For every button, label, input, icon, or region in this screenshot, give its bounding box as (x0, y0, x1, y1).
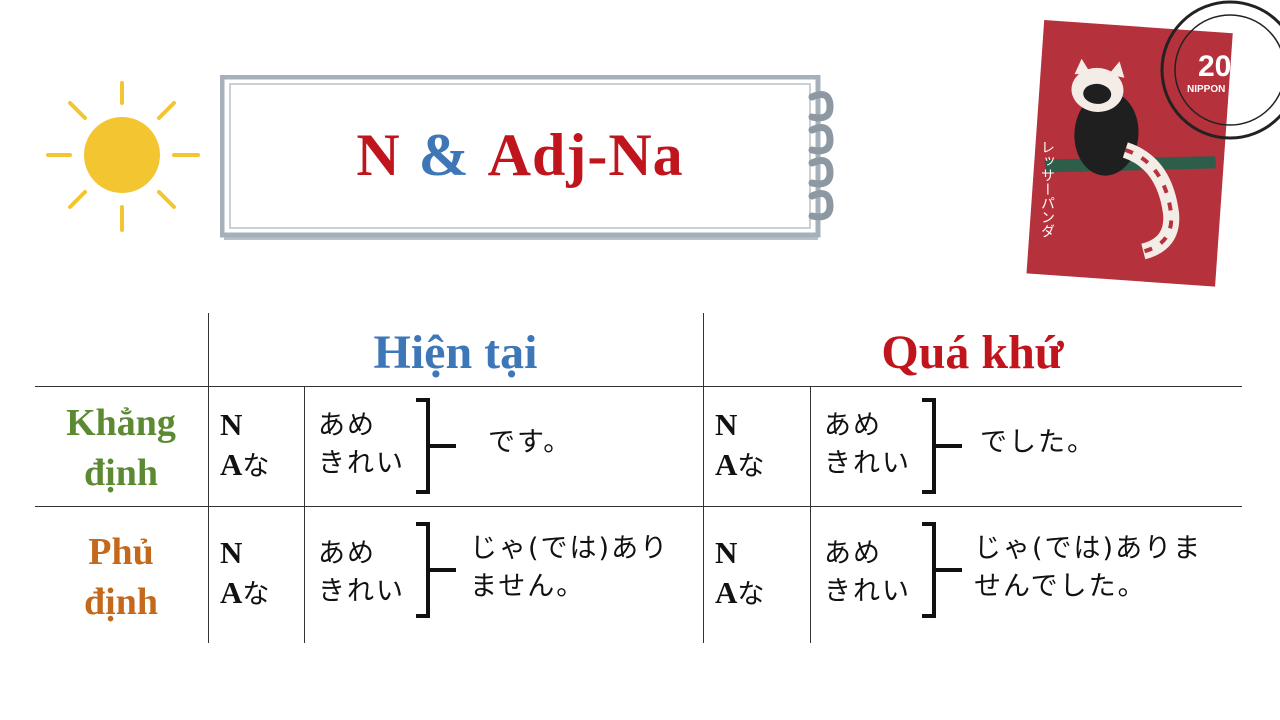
row2-past-words: あめ きれい (824, 538, 911, 607)
row2-present-bracket (416, 522, 456, 618)
row-label-affirmative: Khẳng định (66, 402, 176, 494)
row2-past-suffix: じゃ(では)ありま せんでした。 (974, 533, 1203, 602)
table-rule-middle (35, 506, 1242, 507)
row2-present-words: あめ きれい (318, 538, 405, 607)
header-past: Quá khứ (881, 326, 1064, 379)
title-card: N & Adj-Na (220, 75, 840, 245)
table-col-1 (208, 313, 209, 643)
table-col-4 (810, 386, 811, 643)
stamp-country: NIPPON (1187, 84, 1226, 95)
stamp-value: 20 (1198, 50, 1232, 83)
table-rule-header (35, 386, 1242, 387)
row1-present-suffix: です。 (488, 427, 573, 458)
row1-past-suffix: でした。 (980, 427, 1096, 458)
sun-icon (40, 75, 205, 240)
row1-present-bracket (416, 398, 456, 494)
table-col-2 (304, 386, 305, 643)
title-n: N (356, 121, 401, 188)
title-ampersand: & (418, 121, 470, 188)
row2-past-types: N Aな (715, 535, 765, 610)
row2-past-bracket (922, 522, 962, 618)
stamp-caption: レッサーパンダ (1039, 140, 1055, 238)
row1-past-bracket (922, 398, 962, 494)
binder-rings-icon (220, 75, 834, 240)
row-label-negative: Phủ định (84, 531, 158, 623)
red-panda-stamp-icon: 20 NIPPON レッサーパンダ (1005, 0, 1280, 310)
page-title: N & Adj-Na (220, 75, 820, 235)
row1-present-words: あめ きれい (318, 410, 405, 479)
row2-present-types: N Aな (220, 535, 270, 610)
row1-present-types: N Aな (220, 407, 270, 482)
title-adj-na: Adj-Na (487, 121, 684, 188)
table-col-3 (703, 313, 704, 643)
postmark-icon (1160, 0, 1280, 140)
header-present: Hiện tại (373, 326, 538, 379)
row1-past-words: あめ きれい (824, 410, 911, 479)
row2-present-suffix: じゃ(では)あり ません。 (470, 533, 670, 602)
row1-past-types: N Aな (715, 407, 765, 482)
